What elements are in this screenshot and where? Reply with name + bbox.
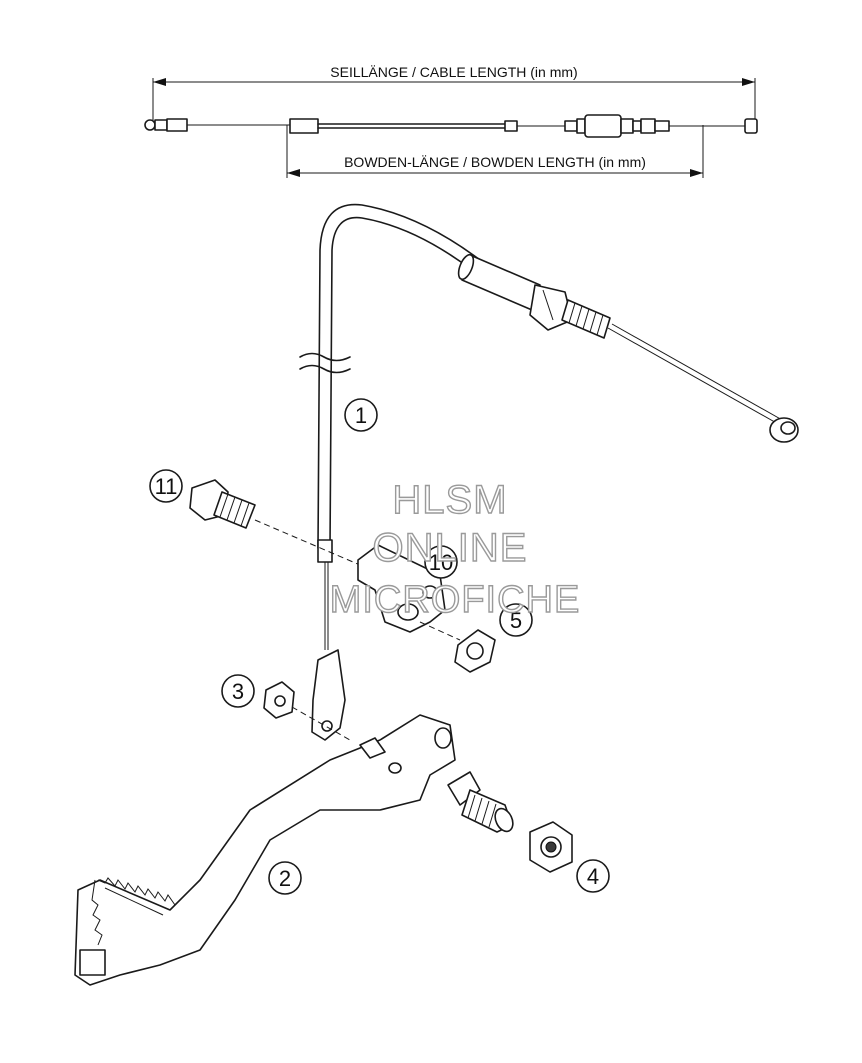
cable-length-dimension: SEILLÄNGE / CABLE LENGTH (in mm) <box>152 64 756 122</box>
watermark-line-1: HLSM <box>392 478 507 522</box>
bowden-length-dimension: BOWDEN-LÄNGE / BOWDEN LENGTH (in mm) <box>286 125 704 178</box>
bolt-part-11 <box>189 479 361 566</box>
bowden-length-label: BOWDEN-LÄNGE / BOWDEN LENGTH (in mm) <box>344 154 646 170</box>
callout-1: 1 <box>344 398 378 432</box>
cable-length-label: SEILLÄNGE / CABLE LENGTH (in mm) <box>330 64 577 80</box>
nut-part-3 <box>263 681 351 741</box>
callout-label-5: 5 <box>510 608 522 633</box>
callout-label-1: 1 <box>355 403 367 428</box>
callout-5: 5 <box>499 603 533 637</box>
callout-2: 2 <box>268 861 302 895</box>
brake-cable-part-1 <box>299 203 799 650</box>
callout-3: 3 <box>221 674 255 708</box>
cable-overview-illustration <box>144 114 758 138</box>
bracket-part-10 <box>357 544 461 641</box>
washer-part-5 <box>454 629 496 673</box>
clevis <box>311 649 346 741</box>
watermark-line-3: MICROFICHE <box>330 579 581 621</box>
brake-pedal-part-2 <box>74 714 514 986</box>
callout-label-10: 10 <box>429 550 453 575</box>
callout-label-2: 2 <box>279 866 291 891</box>
callout-label-3: 3 <box>232 679 244 704</box>
callout-label-4: 4 <box>587 864 599 889</box>
flange-nut-part-4 <box>529 821 573 873</box>
watermark-line-2: ONLINE <box>373 526 528 570</box>
callout-4: 4 <box>576 859 610 893</box>
watermark: HLSM ONLINE MICROFICHE <box>329 477 581 621</box>
callout-11: 11 <box>149 469 183 503</box>
callout-label-11: 11 <box>155 474 178 499</box>
callout-10: 10 <box>424 545 458 579</box>
